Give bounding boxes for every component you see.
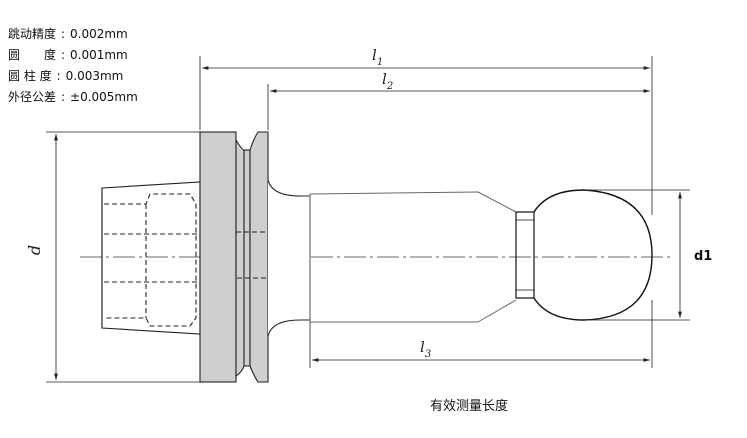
- dim-d1: [584, 189, 690, 321]
- neck-fillet: [267, 179, 311, 337]
- spec-od-tolerance-value: ±0.005mm: [70, 90, 138, 104]
- spec-runout-label: 跳动精度: [8, 27, 57, 41]
- spec-cylindricity: 圆 柱 度:0.003mm: [8, 69, 124, 83]
- probe-shank: [309, 191, 517, 323]
- spec-od-tolerance-label: 外径公差: [8, 90, 57, 104]
- spec-cylindricity-value: 0.003mm: [65, 69, 124, 83]
- spec-roundness-label: 圆 度: [8, 48, 57, 62]
- dim-l3: [309, 300, 653, 368]
- label-l2: l2: [382, 70, 393, 92]
- dim-d: [46, 131, 200, 383]
- spec-cylindricity-label: 圆 柱 度: [8, 69, 52, 83]
- spec-runout: 跳动精度:0.002mm: [8, 27, 128, 41]
- label-d: d: [25, 245, 44, 255]
- label-l3: l3: [420, 338, 431, 360]
- flange: [199, 131, 277, 383]
- spec-od-tolerance: 外径公差:±0.005mm: [8, 90, 138, 104]
- label-l1: l1: [372, 46, 383, 68]
- spec-roundness: 圆 度:0.001mm: [8, 48, 128, 62]
- caption-effective-length: 有效测量长度: [430, 399, 509, 414]
- label-d1: d1: [694, 249, 712, 264]
- ball-tip: [515, 189, 653, 321]
- dim-l2: [267, 84, 650, 130]
- spec-roundness-value: 0.001mm: [70, 48, 128, 62]
- dim-l1: [199, 56, 653, 215]
- spec-runout-value: 0.002mm: [70, 27, 128, 41]
